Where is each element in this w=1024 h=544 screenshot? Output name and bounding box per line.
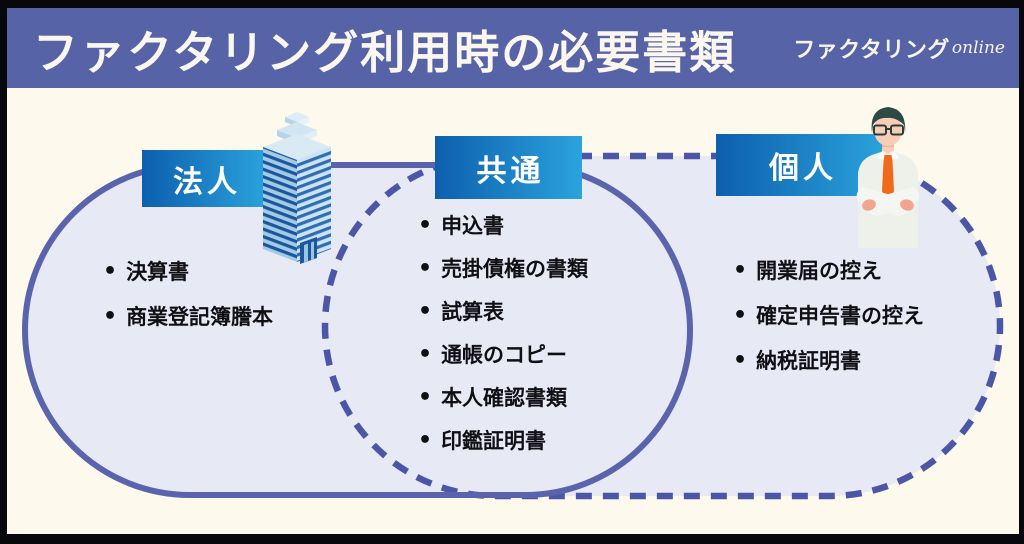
corporate-doc-list: • 決算書 • 商業登記簿謄本 bbox=[103, 258, 273, 348]
bullet-icon: • bbox=[418, 384, 433, 410]
doc-name: 売掛債権の書類 bbox=[441, 257, 589, 281]
businessman-icon bbox=[856, 107, 920, 248]
bullet-icon: • bbox=[733, 302, 748, 328]
bullet-icon: • bbox=[418, 212, 433, 238]
page-title: ファクタリング利用時の必要書類 bbox=[33, 25, 737, 79]
office-building-icon bbox=[263, 112, 331, 264]
list-item: • 試算表 bbox=[418, 298, 588, 325]
doc-name: 商業登記簿謄本 bbox=[126, 305, 274, 329]
doc-name: 試算表 bbox=[441, 300, 505, 324]
bullet-icon: • bbox=[103, 303, 118, 329]
individual-doc-list: • 開業届の控え • 確定申告書の控え • 納税証明書 bbox=[733, 257, 924, 392]
doc-name: 確定申告書の控え bbox=[756, 304, 925, 328]
list-item: • 納税証明書 bbox=[733, 347, 924, 374]
list-item: • 申込書 bbox=[418, 212, 588, 239]
brand-logo-suffix: online bbox=[951, 38, 1005, 58]
brand-logo-text: ファクタリング bbox=[793, 38, 950, 63]
doc-name: 本人確認書類 bbox=[441, 386, 568, 410]
individual-region bbox=[325, 156, 1000, 496]
bullet-icon: • bbox=[733, 257, 748, 283]
list-item: • 決算書 bbox=[103, 258, 273, 285]
list-item: • 印鑑証明書 bbox=[418, 427, 588, 454]
list-item: • 商業登記簿謄本 bbox=[103, 303, 274, 330]
doc-name: 通帳のコピー bbox=[441, 343, 568, 367]
doc-name: 申込書 bbox=[441, 214, 505, 238]
corporate-region-outline bbox=[22, 162, 693, 498]
bullet-icon: • bbox=[418, 298, 433, 324]
venn-regions bbox=[22, 152, 1004, 500]
doc-name: 決算書 bbox=[126, 260, 190, 284]
list-item: • 確定申告書の控え bbox=[733, 302, 925, 329]
label-individual: 個人 bbox=[716, 134, 886, 196]
individual-region-outline bbox=[321, 152, 1004, 500]
list-item: • 本人確認書類 bbox=[418, 384, 588, 411]
doc-name: 納税証明書 bbox=[756, 349, 862, 373]
bullet-icon: • bbox=[733, 347, 748, 373]
label-common: 共通 bbox=[435, 136, 582, 199]
list-item: • 売掛債権の書類 bbox=[418, 255, 589, 282]
common-doc-list: • 申込書 • 売掛債権の書類 • 試算表 • 通帳のコピー • 本人確認書類 • 印鑑証明… bbox=[418, 212, 588, 470]
bullet-icon: • bbox=[103, 258, 118, 284]
doc-name: 印鑑証明書 bbox=[441, 429, 547, 453]
bullet-icon: • bbox=[418, 427, 433, 453]
bullet-icon: • bbox=[418, 255, 433, 281]
list-item: • 開業届の控え bbox=[733, 257, 924, 284]
label-corporate: 法人 bbox=[142, 150, 268, 207]
list-item: • 通帳のコピー bbox=[418, 341, 588, 368]
venn-diagram: 法人 共通 個人 bbox=[7, 88, 1019, 534]
doc-name: 開業届の控え bbox=[756, 259, 883, 283]
bullet-icon: • bbox=[418, 341, 433, 367]
